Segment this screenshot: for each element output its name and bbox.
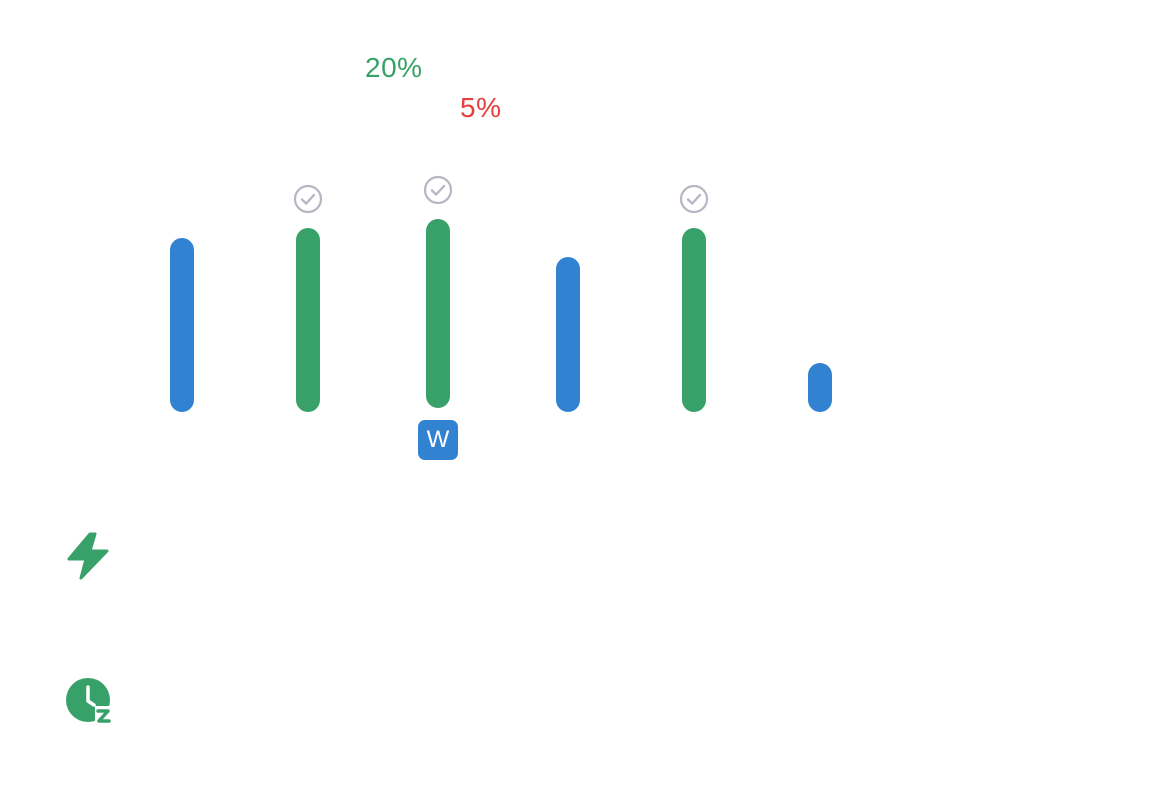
- snooze-clock-icon: [66, 678, 112, 724]
- day-bar[interactable]: [808, 363, 832, 412]
- check-circle-icon: [293, 184, 323, 214]
- stats-change-positive: 20%: [365, 52, 423, 83]
- day-bar[interactable]: [682, 228, 706, 412]
- day-bar[interactable]: [170, 238, 194, 412]
- stats-change-negative: 5%: [460, 92, 502, 123]
- check-circle-icon: [423, 175, 453, 205]
- lightning-bolt-icon: [67, 532, 109, 580]
- day-bar[interactable]: [556, 257, 580, 412]
- check-circle-icon: [679, 184, 709, 214]
- selected-day-badge[interactable]: W: [418, 420, 458, 460]
- day-bar[interactable]: [296, 228, 320, 412]
- day-bar[interactable]: [426, 219, 450, 408]
